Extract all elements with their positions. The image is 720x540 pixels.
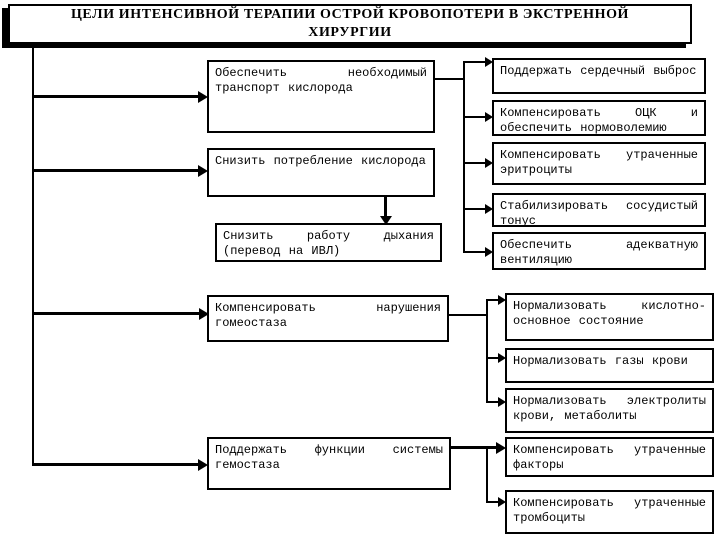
- subgoal-box-erythrocytes: Компенсировать утраченные эритроциты: [492, 142, 706, 185]
- arrow-to-electrolytes: [486, 397, 506, 407]
- arrow-to-vascular-tone: [463, 204, 493, 214]
- trunk-line-homeostasis-subgoals: [486, 299, 488, 403]
- subgoal-label: Компенсировать утраченные эритроциты: [500, 148, 698, 177]
- arrow-to-erythrocytes: [463, 158, 493, 168]
- arrow-to-cardiac-output: [463, 57, 493, 67]
- goal-label: Компенсировать нарушения гомеостаза: [215, 301, 441, 330]
- subgoal-box-blood-gases: Нормализовать газы крови: [505, 348, 714, 383]
- subgoal-label: Нормализовать электролиты крови, метабол…: [513, 394, 706, 423]
- arrow-to-platelets: [486, 497, 506, 507]
- goal-label: Обеспечить необходимый транспорт кислоро…: [215, 66, 427, 95]
- arrow-to-clotting-factors: [451, 441, 506, 454]
- subgoal-label: Компенсировать утраченные факторы: [513, 443, 706, 472]
- arrow-to-blood-gases: [486, 353, 506, 363]
- trunk-line-hemostasis-subgoals: [486, 446, 488, 503]
- subgoal-label: Компенсировать утраченные тромбоциты: [513, 496, 706, 525]
- goal-box-oxygen-transport: Обеспечить необходимый транспорт кислоро…: [207, 60, 435, 133]
- subgoal-box-electrolytes: Нормализовать электролиты крови, метабол…: [505, 388, 714, 433]
- goal-box-homeostasis: Компенсировать нарушения гомеостаза: [207, 295, 449, 342]
- subgoal-label: Обеспечить адекватную вентиляцию: [500, 238, 698, 267]
- goal-box-breathing-work: Снизить работу дыхания (перевод на ИВЛ): [215, 223, 442, 262]
- subgoal-box-clotting-factors: Компенсировать утраченные факторы: [505, 437, 714, 477]
- subgoal-label: Компенсировать ОЦК и обеспечить нормовол…: [500, 106, 698, 135]
- goal-box-hemostasis: Поддержать функции системы гемостаза: [207, 437, 451, 490]
- subgoal-box-vascular-tone: Стабилизировать сосудистый тонус: [492, 193, 706, 228]
- subgoal-box-ventilation: Обеспечить адекватную вентиляцию: [492, 232, 706, 270]
- arrow-to-goal-oxygen-transport: [32, 90, 208, 103]
- arrow-to-goal-hemostasis: [32, 458, 208, 471]
- subgoal-box-cardiac-output: Поддержать сердечный выброс: [492, 58, 706, 94]
- trunk-line-oxygen-subgoals: [463, 61, 465, 253]
- goal-box-oxygen-consumption: Снизить потребление кислорода: [207, 148, 435, 197]
- subgoal-box-bcc-normovolemia: Компенсировать ОЦК и обеспечить нормовол…: [492, 100, 706, 136]
- arrow-down-to-breathing-work: [379, 197, 392, 225]
- page-title: ЦЕЛИ ИНТЕНСИВНОЙ ТЕРАПИИ ОСТРОЙ КРОВОПОТ…: [70, 6, 630, 40]
- subgoal-label: Поддержать сердечный выброс: [500, 64, 697, 78]
- connector-oxygen-transport: [435, 78, 464, 80]
- subgoal-box-platelets: Компенсировать утраченные тромбоциты: [505, 490, 714, 534]
- main-trunk-line: [32, 44, 34, 466]
- subgoal-label: Нормализовать газы крови: [513, 354, 688, 368]
- arrow-to-goal-homeostasis: [32, 307, 209, 320]
- arrow-to-ventilation: [463, 247, 493, 257]
- arrow-to-bcc-normovolemia: [463, 112, 493, 122]
- subgoal-box-acid-base: Нормализовать кислотно-основное состояни…: [505, 293, 714, 341]
- connector-homeostasis: [449, 314, 487, 316]
- arrow-to-goal-oxygen-consumption: [32, 164, 208, 177]
- title-box: ЦЕЛИ ИНТЕНСИВНОЙ ТЕРАПИИ ОСТРОЙ КРОВОПОТ…: [8, 4, 692, 44]
- goal-label: Поддержать функции системы гемостаза: [215, 443, 443, 472]
- subgoal-label: Нормализовать кислотно-основное состояни…: [513, 299, 706, 328]
- goal-label: Снизить работу дыхания (перевод на ИВЛ): [223, 229, 434, 258]
- arrow-to-acid-base: [486, 295, 506, 305]
- goal-label: Снизить потребление кислорода: [215, 154, 426, 168]
- subgoal-label: Стабилизировать сосудистый тонус: [500, 199, 698, 228]
